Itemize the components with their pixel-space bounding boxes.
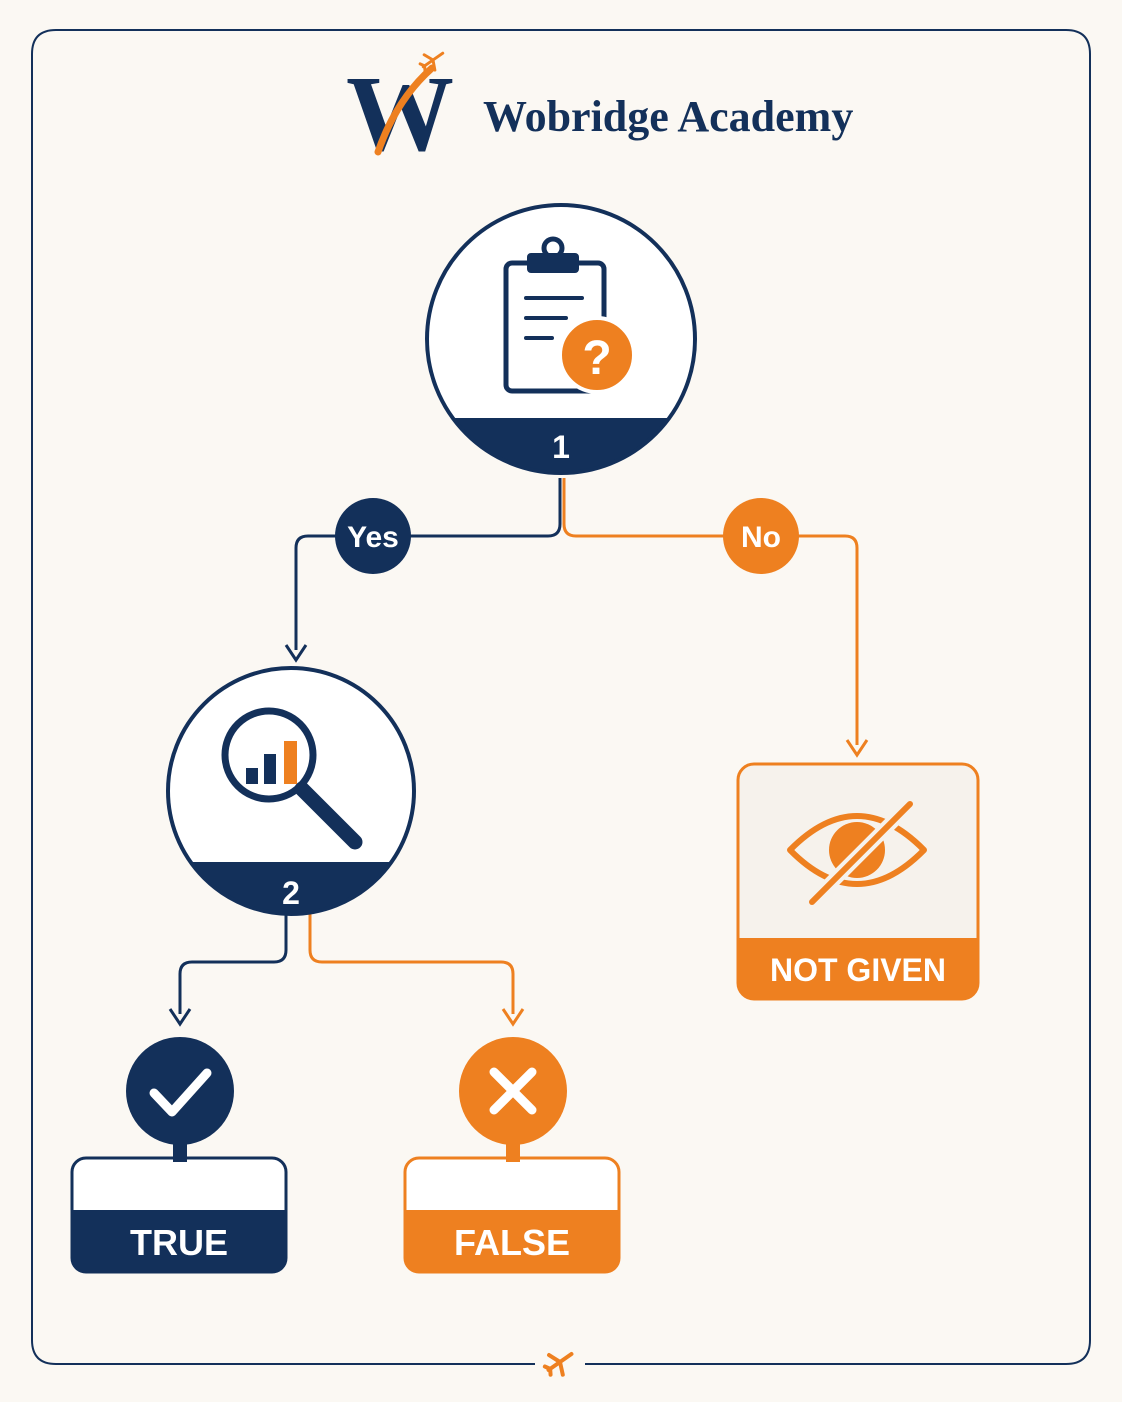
arrowhead-to-true (168, 1008, 192, 1027)
arrowhead-to-false (501, 1008, 525, 1027)
footer-airplane-icon (542, 1351, 574, 1377)
x-icon (489, 1067, 537, 1115)
step2-node: 2 (166, 666, 416, 916)
svg-text:?: ? (582, 332, 611, 385)
true-label: TRUE (130, 1222, 228, 1263)
false-outcome: FALSE (403, 1037, 621, 1274)
not-given-label: NOT GIVEN (770, 952, 946, 988)
airplane-icon (418, 51, 445, 73)
true-outcome: TRUE (70, 1037, 288, 1274)
connector-yes-path (294, 478, 562, 650)
not-given-card: NOT GIVEN (736, 762, 980, 1001)
connector-false-path (308, 912, 515, 1014)
branch-yes-label: Yes (347, 521, 399, 554)
clipboard-question-icon: ? (503, 236, 636, 394)
connector-true-path (178, 912, 288, 1014)
arrowhead-to-step2 (284, 644, 308, 663)
false-label: FALSE (454, 1222, 570, 1263)
branch-no-label: No (741, 521, 781, 554)
magnifier-chart-icon (221, 707, 363, 850)
arrowhead-to-not-given (845, 739, 869, 758)
brand-name: Wobridge Academy (483, 92, 853, 141)
step2-number: 2 (282, 875, 300, 911)
step1-node: 1 ? (425, 203, 697, 475)
logo-letter: W (346, 55, 454, 174)
connector-no-path (562, 478, 859, 745)
eye-slash-icon (787, 797, 927, 909)
branch-no-badge: No (723, 498, 799, 574)
brand-logo: W (346, 51, 454, 174)
checkmark-icon (149, 1068, 212, 1117)
logo-swoosh (374, 64, 436, 156)
outer-frame (31, 29, 1091, 1365)
branch-yes-badge: Yes (335, 498, 411, 574)
step1-number: 1 (552, 429, 570, 465)
